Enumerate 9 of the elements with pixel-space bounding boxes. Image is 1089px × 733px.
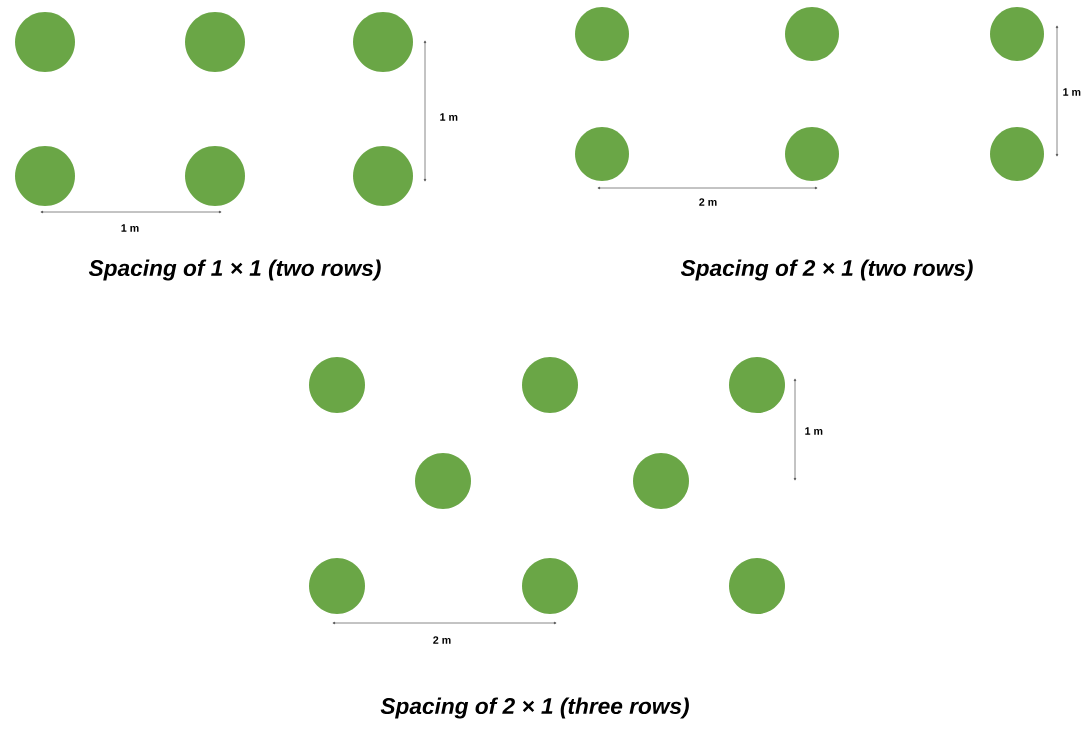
caption: Spacing of 2 × 1 (two rows)	[680, 259, 973, 281]
dimension-label: 2 m	[433, 636, 451, 644]
dimension-label: 1 m	[805, 427, 823, 435]
dimension-label: 1 m	[121, 224, 139, 232]
caption: Spacing of 1 × 1 (two rows)	[88, 259, 381, 281]
dimension-label: 1 m	[1063, 88, 1081, 96]
dimension-label: 2 m	[699, 198, 717, 206]
dimension-label: 1 m	[440, 113, 458, 121]
caption: Spacing of 2 × 1 (three rows)	[380, 697, 689, 719]
